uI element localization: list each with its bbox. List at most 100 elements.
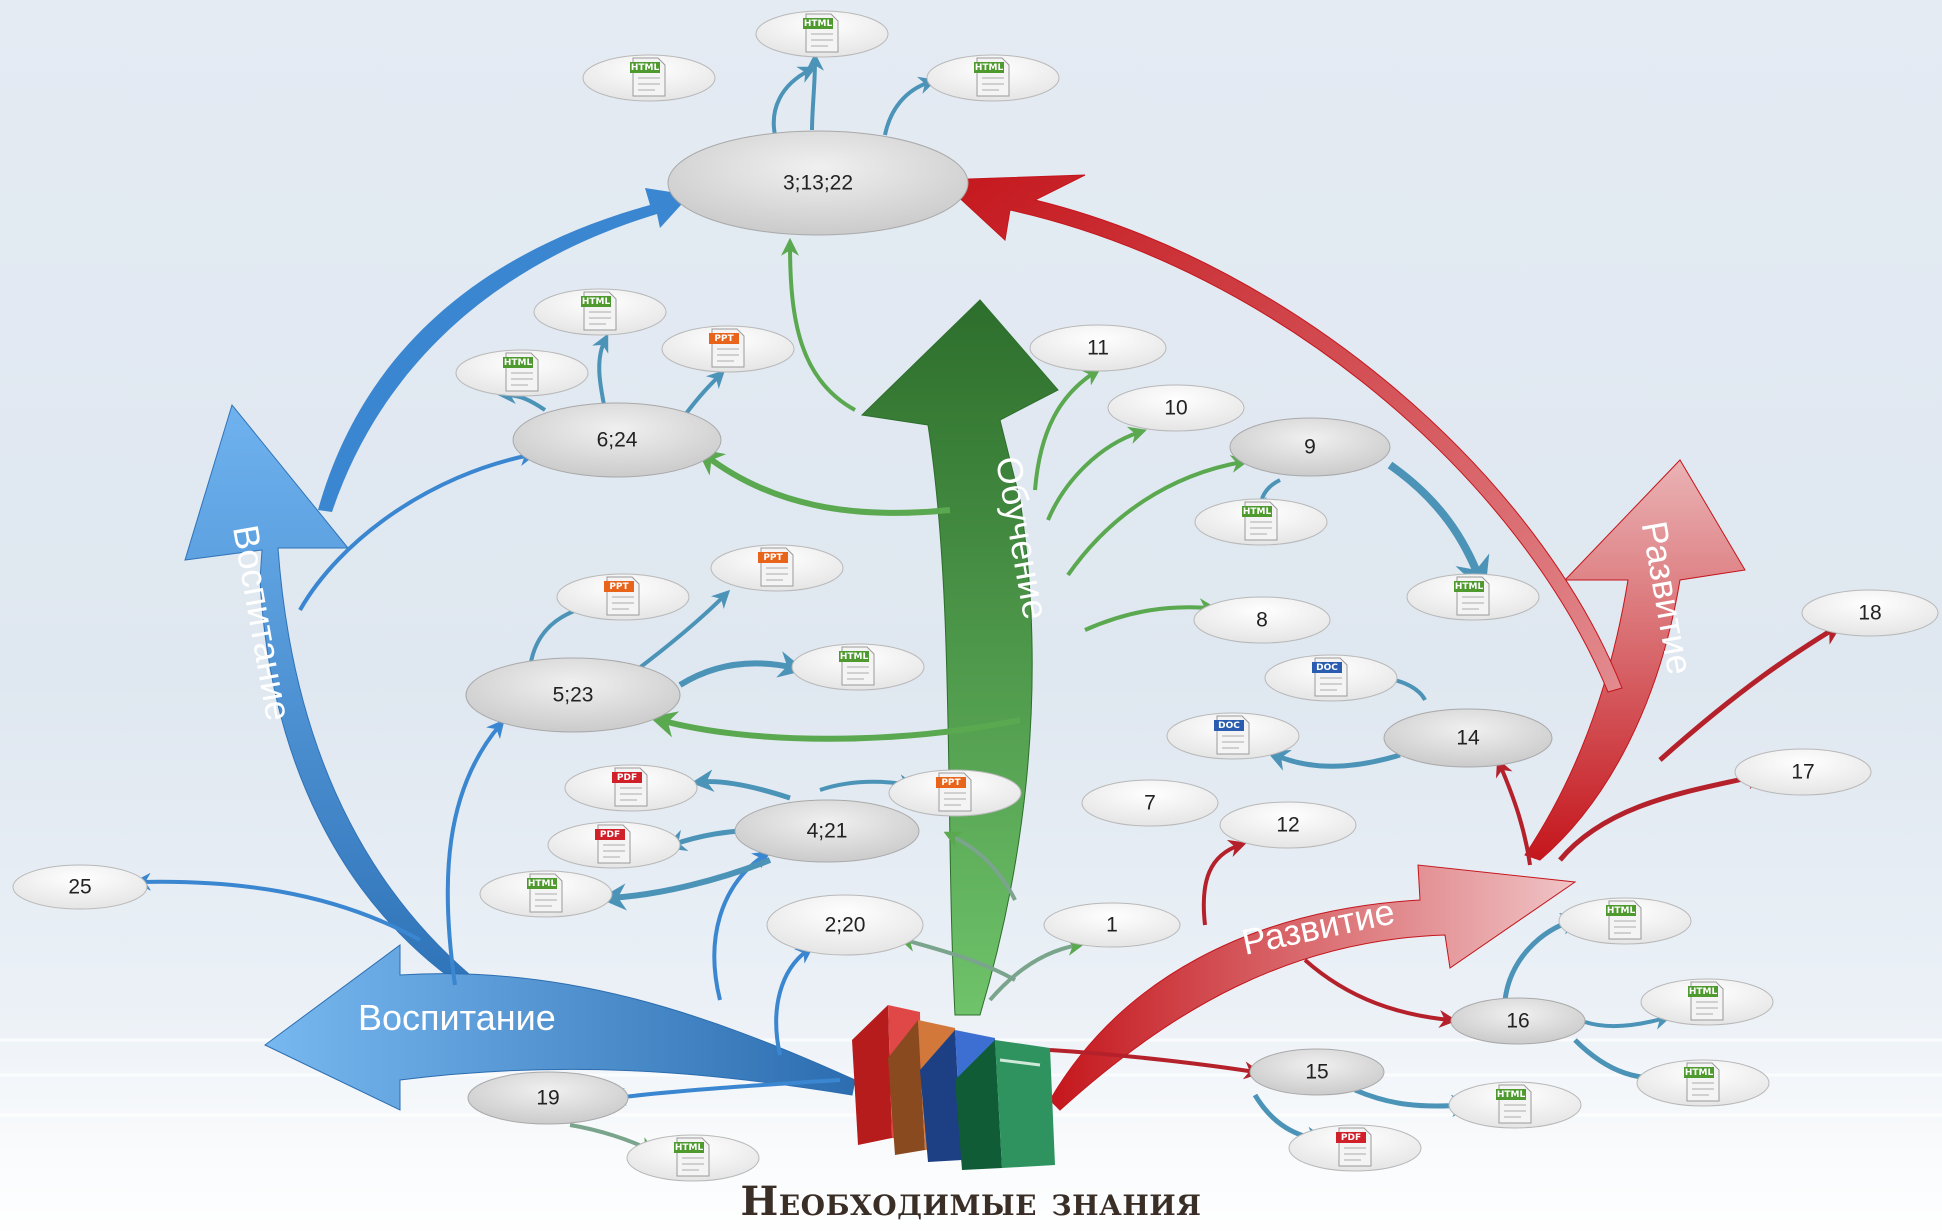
doc-file-icon: DOC (1214, 715, 1250, 755)
document-node-html[interactable]: HTML (755, 10, 889, 58)
document-node-html[interactable]: HTML (1558, 897, 1692, 945)
document-node-html[interactable]: HTML (533, 288, 667, 336)
document-node-html[interactable]: HTML (455, 349, 589, 397)
svg-text:16: 16 (1506, 1010, 1529, 1033)
html-file-tag: HTML (975, 63, 1004, 73)
document-node-html[interactable]: HTML (926, 54, 1060, 102)
html-file-icon: HTML (1606, 900, 1642, 940)
html-file-icon: HTML (1496, 1084, 1532, 1124)
node-25[interactable]: 25 (12, 864, 148, 910)
node-1[interactable]: 1 (1043, 902, 1181, 948)
ppt-file-icon: PPT (709, 328, 745, 368)
html-file-tag: HTML (528, 879, 557, 889)
html-file-tag: HTML (804, 19, 833, 29)
node-4-21[interactable]: 4;21 (734, 799, 920, 863)
node-5-23[interactable]: 5;23 (465, 657, 681, 733)
svg-text:10: 10 (1164, 397, 1187, 420)
document-node-doc[interactable]: DOC (1166, 712, 1300, 760)
node-9[interactable]: 9 (1229, 417, 1391, 477)
svg-text:9: 9 (1304, 436, 1316, 459)
ppt-file-icon: PPT (936, 772, 972, 812)
node-16[interactable]: 16 (1450, 997, 1586, 1045)
html-file-icon: HTML (581, 291, 617, 331)
svg-text:17: 17 (1791, 761, 1814, 784)
html-file-icon: HTML (1684, 1062, 1720, 1102)
document-node-html[interactable]: HTML (791, 643, 925, 691)
document-node-html[interactable]: HTML (626, 1134, 760, 1182)
svg-text:2;20: 2;20 (825, 914, 866, 937)
document-node-pdf[interactable]: PDF (547, 821, 681, 869)
html-file-tag: HTML (1243, 507, 1272, 517)
document-node-pdf[interactable]: PDF (1288, 1124, 1422, 1172)
vospitanie-horizontal-branch-arrow (264, 944, 856, 1111)
document-node-ppt[interactable]: PPT (710, 544, 844, 592)
node-7[interactable]: 7 (1081, 779, 1219, 827)
doc-file-icon: DOC (1312, 657, 1348, 697)
svg-text:18: 18 (1858, 602, 1881, 625)
html-file-icon: HTML (1242, 501, 1278, 541)
node-14[interactable]: 14 (1383, 708, 1553, 768)
document-node-html[interactable]: HTML (1636, 1059, 1770, 1107)
document-node-html[interactable]: HTML (1448, 1081, 1582, 1129)
svg-text:12: 12 (1276, 814, 1299, 837)
html-file-tag: HTML (1689, 987, 1718, 997)
doc-file-tag: DOC (1316, 663, 1338, 673)
svg-text:5;23: 5;23 (553, 684, 594, 707)
node-2-20[interactable]: 2;20 (766, 894, 924, 956)
document-nodes: HTML HTML HTML HTML HTML PPT PPT PPT HTML PDF PPT P… (455, 10, 1774, 1182)
node-17[interactable]: 17 (1734, 748, 1872, 796)
pdf-file-tag: PDF (600, 830, 620, 840)
html-file-icon: HTML (1454, 576, 1490, 616)
html-file-tag: HTML (1497, 1090, 1526, 1100)
html-file-icon: HTML (1688, 981, 1724, 1021)
ppt-file-tag: PPT (941, 778, 961, 788)
html-file-icon: HTML (503, 352, 539, 392)
document-node-ppt[interactable]: PPT (888, 769, 1022, 817)
svg-text:4;21: 4;21 (807, 820, 848, 843)
ppt-file-tag: PPT (763, 553, 783, 563)
html-file-icon: HTML (974, 57, 1010, 97)
node-10[interactable]: 10 (1107, 384, 1245, 432)
vospitanie-horizontal-label: Воспитание (358, 997, 556, 1038)
vospitanie-vertical-branch-arrow (184, 403, 471, 986)
node-6-24[interactable]: 6;24 (512, 402, 722, 478)
node-3-13-22[interactable]: 3;13;22 (667, 130, 969, 236)
node-15[interactable]: 15 (1249, 1048, 1385, 1096)
pdf-file-tag: PDF (617, 773, 637, 783)
svg-text:15: 15 (1305, 1061, 1328, 1084)
vospitanie-vertical-label: Воспитание (225, 522, 300, 724)
html-file-icon: HTML (839, 646, 875, 686)
ppt-file-tag: PPT (609, 582, 629, 592)
document-node-html[interactable]: HTML (1194, 498, 1328, 546)
document-node-ppt[interactable]: PPT (661, 325, 795, 373)
svg-text:3;13;22: 3;13;22 (783, 172, 853, 195)
obuchenie-branch-arrow (860, 299, 1059, 1016)
html-file-tag: HTML (504, 358, 533, 368)
footer-title: Необходимые знания (740, 1178, 1202, 1225)
document-node-html[interactable]: HTML (479, 870, 613, 918)
pdf-file-icon: PDF (1336, 1127, 1372, 1167)
html-file-tag: HTML (1607, 906, 1636, 916)
svg-text:1: 1 (1106, 914, 1118, 937)
document-node-ppt[interactable]: PPT (556, 573, 690, 621)
ppt-file-icon: PPT (604, 576, 640, 616)
node-8[interactable]: 8 (1193, 596, 1331, 644)
svg-text:19: 19 (536, 1087, 559, 1110)
document-node-pdf[interactable]: PDF (564, 764, 698, 812)
node-18[interactable]: 18 (1801, 589, 1939, 637)
document-node-html[interactable]: HTML (582, 54, 716, 102)
svg-text:6;24: 6;24 (597, 429, 638, 452)
node-19[interactable]: 19 (467, 1071, 629, 1125)
html-file-tag: HTML (1455, 582, 1484, 592)
document-node-html[interactable]: HTML (1406, 573, 1540, 621)
document-node-doc[interactable]: DOC (1264, 654, 1398, 702)
svg-text:7: 7 (1144, 792, 1156, 815)
pdf-file-icon: PDF (595, 824, 631, 864)
ppt-file-icon: PPT (758, 547, 794, 587)
svg-text:25: 25 (68, 876, 91, 899)
document-node-html[interactable]: HTML (1640, 978, 1774, 1026)
node-12[interactable]: 12 (1219, 801, 1357, 849)
node-11[interactable]: 11 (1029, 324, 1167, 372)
razvitie-horizontal-branch-arrow (1049, 864, 1577, 1111)
